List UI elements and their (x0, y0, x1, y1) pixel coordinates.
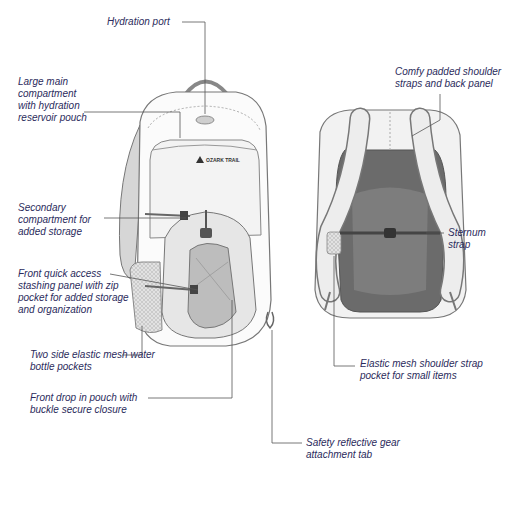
callout-label: Elastic mesh shoulder strap pocket for s… (360, 358, 500, 382)
callout-label: Front quick access stashing panel with z… (18, 268, 140, 316)
brand-logo: OZARK TRAIL (206, 157, 240, 163)
callout-label: Comfy padded shoulder straps and back pa… (395, 66, 505, 90)
callout-label: Front drop in pouch with buckle secure c… (30, 392, 155, 416)
callout-label: Safety reflective gear attachment tab (306, 437, 421, 461)
callout-label: Hydration port (107, 16, 197, 28)
callout-label: Sternum strap (448, 227, 506, 251)
callout-label: Two side elastic mesh water bottle pocke… (30, 349, 155, 373)
callout-label: Large main compartment with hydration re… (18, 76, 96, 124)
callout-label: Secondary compartment for added storage (18, 202, 103, 238)
